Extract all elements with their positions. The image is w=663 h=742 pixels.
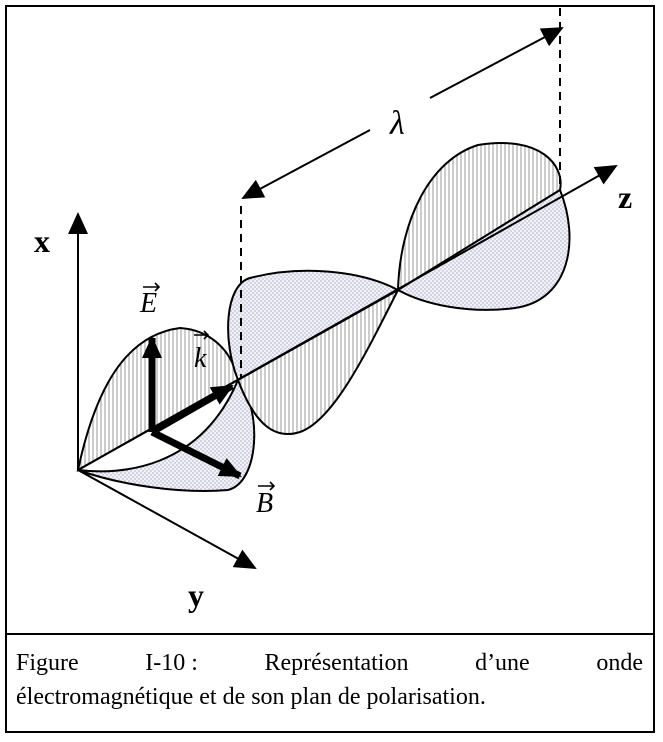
- caption-word: onde: [596, 650, 643, 676]
- caption-line-1: Figure I-10 : Représentation d’une onde: [16, 646, 643, 680]
- caption-divider: [5, 633, 655, 635]
- b-field-lobe-2-lower: [396, 188, 571, 311]
- b-field-lobe-1-upper: [227, 269, 401, 382]
- wavelength-label: λ: [389, 105, 405, 142]
- z-axis-label: z: [618, 179, 632, 215]
- caption-word: d’une: [475, 650, 530, 676]
- e-field-lobe-start: [76, 326, 240, 472]
- b-vector-label-arrow: [258, 481, 276, 491]
- b-vector: [150, 428, 242, 480]
- x-axis-label: x: [34, 223, 50, 259]
- y-axis-label: y: [188, 577, 204, 613]
- em-wave-diagram: x y z E k B λ: [34, 8, 632, 613]
- k-vector-label: k: [194, 343, 207, 374]
- caption-word: I-10 :: [145, 650, 198, 676]
- k-vector-label-arrow: [194, 330, 210, 340]
- k-vector: [150, 382, 234, 436]
- e-field-lobe-1-lower: [236, 287, 401, 435]
- caption-line-2: électromagnétique et de son plan de pola…: [16, 684, 486, 710]
- e-vector-label: E: [139, 288, 157, 319]
- caption-word: Figure: [16, 650, 79, 676]
- e-field-lobe-2-upper: [396, 142, 562, 292]
- e-vector-label-arrow: [143, 282, 161, 292]
- caption-word: Représentation: [264, 650, 409, 676]
- figure-frame: [5, 5, 655, 733]
- wavelength-arrow-lower: [241, 129, 371, 199]
- wavelength-arrow-upper: [429, 27, 564, 99]
- y-axis: [77, 469, 257, 569]
- figure-caption: Figure I-10 : Représentation d’une onde …: [16, 646, 643, 714]
- b-vector-label: B: [256, 488, 273, 519]
